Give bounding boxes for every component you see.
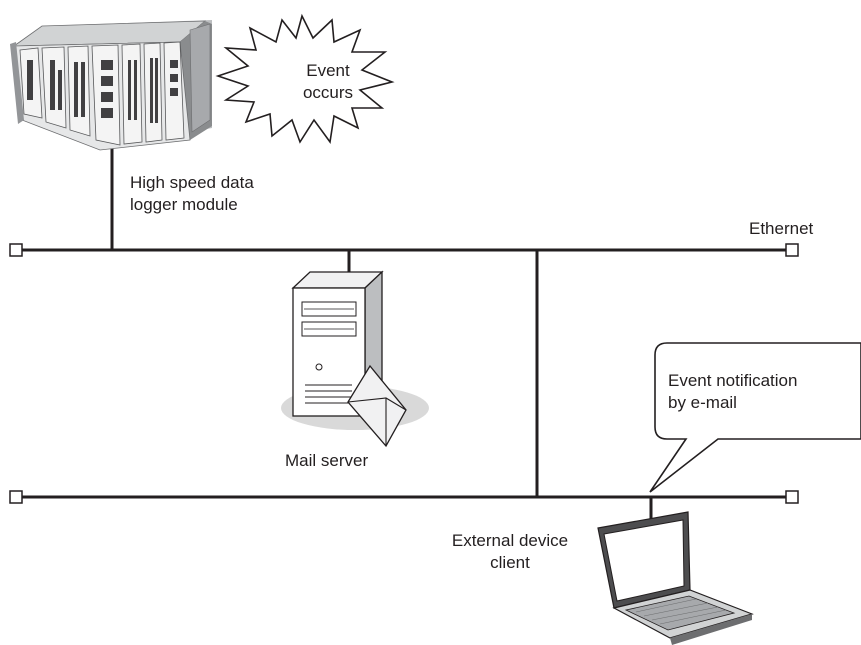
external-device-client-label: External device client	[435, 530, 585, 574]
event-occurs-label: Event occurs	[278, 60, 378, 104]
logger-module-label: High speed data logger module	[130, 172, 254, 216]
notification-label-line1: Event notification	[668, 371, 798, 390]
notification-bubble-shape	[649, 342, 861, 493]
plc-rack-icon	[10, 20, 212, 151]
terminator-bottom-right	[785, 490, 799, 504]
terminator-top-right	[785, 243, 799, 257]
event-occurs-label-line1: Event	[306, 61, 350, 80]
external-device-client-label-line2: client	[490, 553, 530, 572]
event-occurs-label-line2: occurs	[302, 83, 354, 102]
laptop-icon	[597, 511, 754, 645]
mail-server-label: Mail server	[285, 451, 369, 470]
notification-label: Event notification by e-mail	[668, 370, 797, 414]
terminator-bottom-left	[9, 490, 23, 504]
event-burst-shape	[215, 13, 395, 145]
external-device-client-label-line1: External device	[451, 531, 569, 550]
bus-terminators	[9, 243, 799, 504]
ethernet-network	[21, 148, 790, 520]
notification-label-line2: by e-mail	[668, 393, 737, 412]
ethernet-label: Ethernet	[749, 219, 814, 238]
logger-module-label-line2: logger module	[130, 195, 238, 214]
terminator-top-left	[9, 243, 23, 257]
logger-module-label-line1: High speed data	[130, 173, 254, 192]
envelope-icon	[347, 364, 407, 448]
